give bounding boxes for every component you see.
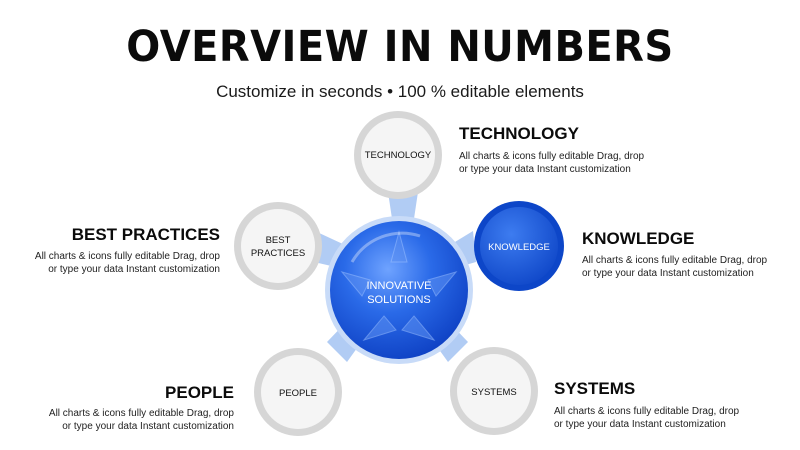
node-best-practices-label-line2: PRACTICES	[251, 248, 305, 259]
page-title: OVERVIEW IN NUMBERS	[126, 22, 674, 72]
hub-label-line2: SOLUTIONS	[367, 294, 431, 306]
desc-people: All charts & icons fully editable Drag, …	[14, 407, 234, 433]
heading-people: PEOPLE	[165, 383, 234, 402]
hub-label-line1: INNOVATIVE	[367, 280, 432, 292]
desc-technology: All charts & icons fully editable Drag, …	[459, 150, 679, 176]
desc-technology-line2: or type your data Instant customization	[459, 164, 631, 175]
node-people-label: PEOPLE	[279, 388, 317, 399]
node-best-practices: BEST PRACTICES	[234, 202, 322, 290]
node-best-practices-label-line1: BEST	[266, 235, 291, 246]
node-systems-label: SYSTEMS	[471, 387, 516, 398]
heading-best-practices: BEST PRACTICES	[71, 225, 220, 244]
desc-systems: All charts & icons fully editable Drag, …	[554, 405, 774, 431]
hub-node: INNOVATIVE SOLUTIONS	[325, 216, 473, 364]
node-knowledge: KNOWLEDGE	[474, 201, 564, 291]
desc-systems-line1: All charts & icons fully editable Drag, …	[554, 406, 740, 417]
desc-people-line2: or type your data Instant customization	[62, 421, 234, 432]
node-systems: SYSTEMS	[450, 347, 538, 435]
desc-technology-line1: All charts & icons fully editable Drag, …	[459, 151, 645, 162]
desc-best-practices: All charts & icons fully editable Drag, …	[0, 250, 220, 276]
desc-best-practices-line1: All charts & icons fully editable Drag, …	[34, 251, 220, 262]
page-subtitle: Customize in seconds • 100 % editable el…	[216, 82, 584, 101]
desc-people-line1: All charts & icons fully editable Drag, …	[48, 408, 234, 419]
heading-systems: SYSTEMS	[554, 379, 636, 398]
node-knowledge-label: KNOWLEDGE	[488, 242, 550, 253]
node-technology-label: TECHNOLOGY	[365, 150, 432, 161]
heading-technology: TECHNOLOGY	[459, 124, 579, 143]
desc-best-practices-line2: or type your data Instant customization	[48, 264, 220, 275]
node-people: PEOPLE	[254, 348, 342, 436]
desc-knowledge-line2: or type your data Instant customization	[582, 268, 754, 279]
node-technology: TECHNOLOGY	[354, 111, 442, 199]
desc-knowledge-line1: All charts & icons fully editable Drag, …	[582, 255, 768, 266]
desc-knowledge: All charts & icons fully editable Drag, …	[582, 254, 792, 280]
heading-knowledge: KNOWLEDGE	[582, 229, 695, 248]
desc-systems-line2: or type your data Instant customization	[554, 419, 726, 430]
